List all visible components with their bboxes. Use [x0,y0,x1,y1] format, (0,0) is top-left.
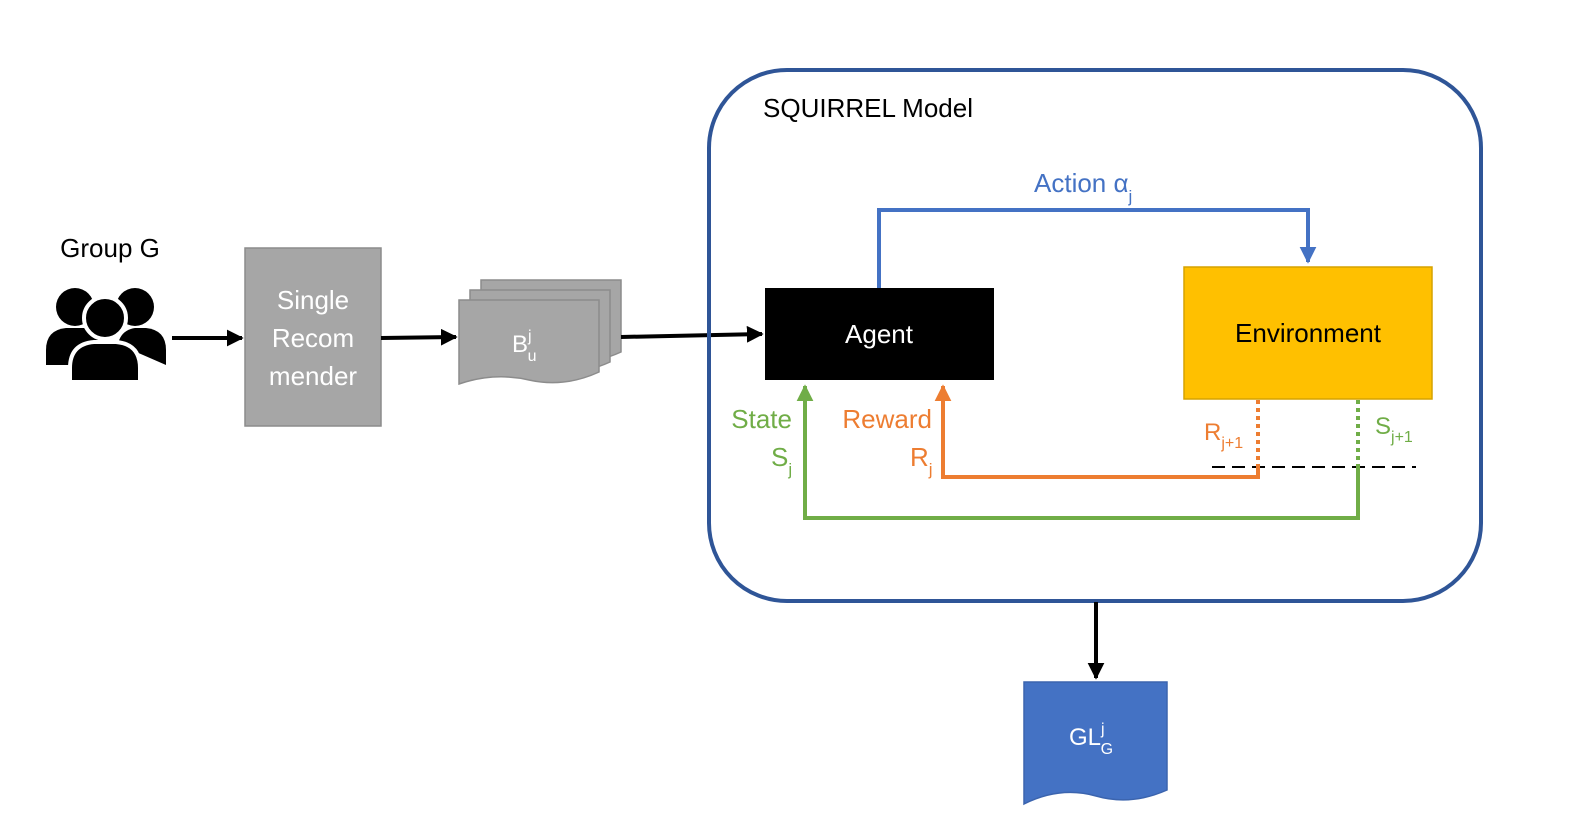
output-document [1023,681,1168,806]
state-symbol: Sj [771,442,792,479]
state-arrow [796,384,1360,520]
people-group-icon [46,288,166,384]
arrow-baskets-to-agent [620,325,764,343]
action-label: Action αj [1034,168,1132,206]
reward-arrow [934,384,1260,479]
reward-next-symbol: Rj+1 [1204,419,1243,452]
action-arrow [877,208,1317,290]
recommender-box [244,247,382,427]
state-word: State [731,404,792,434]
agent-box [765,288,994,380]
recommender-label-line1: Single [277,285,349,315]
baskets-document-stack [458,279,622,386]
arrow-recommender-to-baskets [380,328,458,346]
recommender-label-line3: mender [269,361,357,391]
group-label: Group G [60,233,160,263]
reward-word: Reward [842,404,932,434]
squirrel-model-container [707,68,1483,603]
model-title: SQUIRREL Model [763,93,973,123]
reward-symbol: Rj [910,442,933,479]
recommender-label-line2: Recom [272,323,354,353]
environment-label: Environment [1235,318,1382,348]
agent-label: Agent [845,319,914,349]
environment-box [1183,266,1433,400]
state-next-symbol: Sj+1 [1375,413,1413,446]
